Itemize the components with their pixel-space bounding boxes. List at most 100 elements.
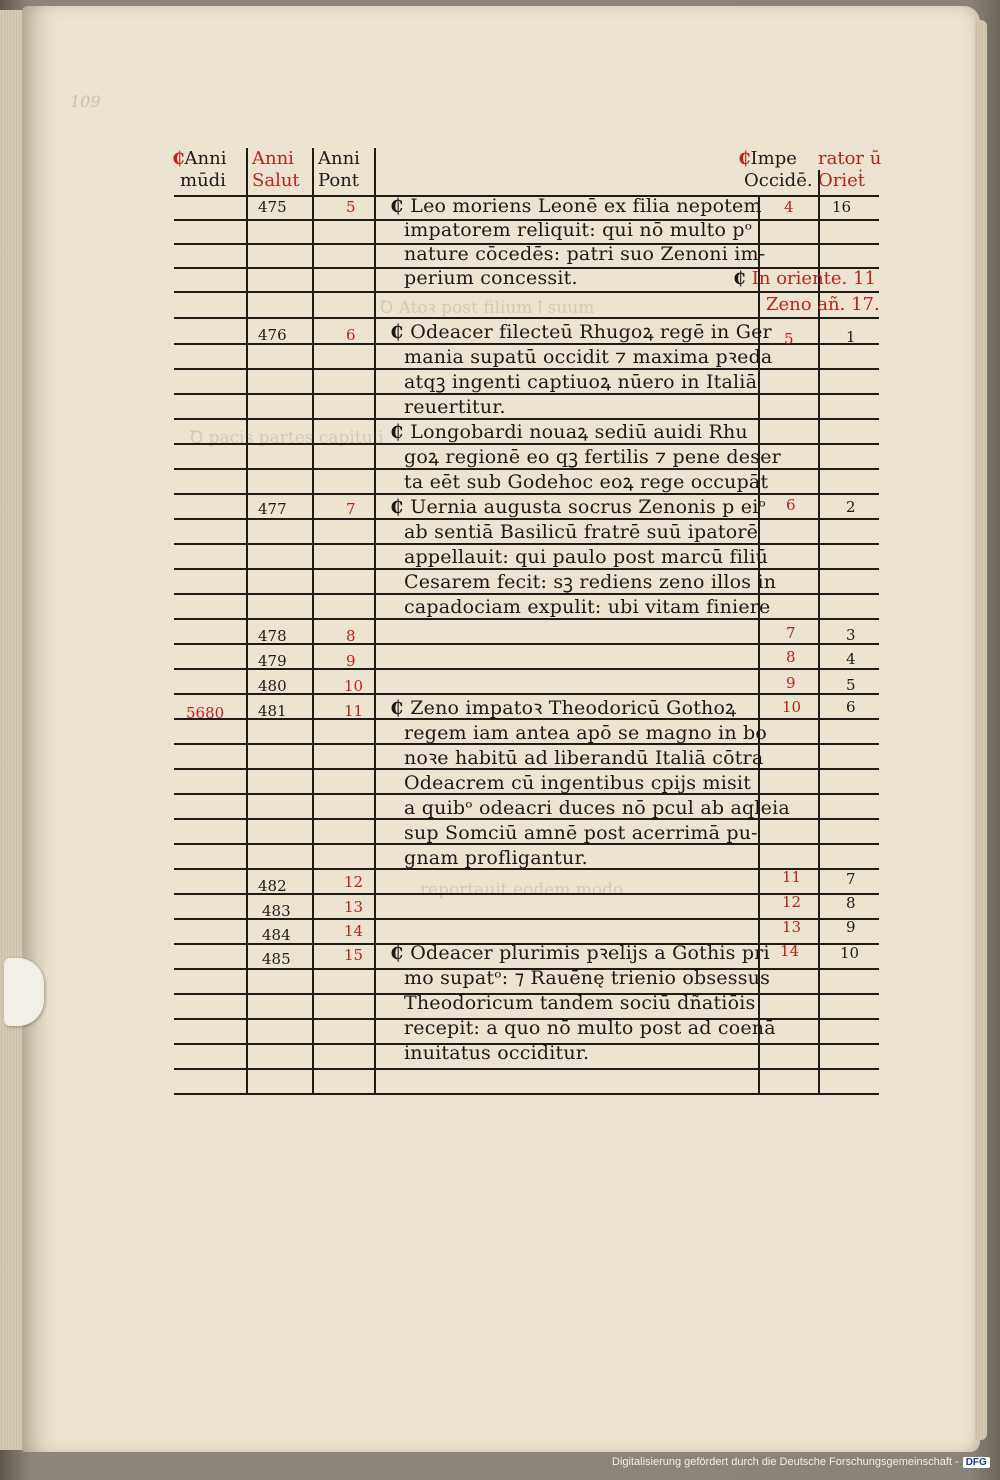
anno-salutis: 478	[258, 627, 287, 645]
pilcrow-icon: ₵	[390, 942, 411, 964]
row-rule	[174, 993, 879, 995]
anno-pontificis: 9	[346, 652, 356, 670]
row-rule	[174, 443, 879, 445]
row-rule	[174, 743, 879, 745]
anno-occidentis: 14	[780, 942, 800, 960]
entry-line: ₵ Zeno impatoꝛ Theodoricū Gothoꝝ	[390, 697, 737, 719]
header-anni-salutis: Anni Salut	[252, 148, 300, 191]
anno-pontificis: 5	[346, 198, 356, 216]
entry-line: Odeacrem cū ingentibus cpijs misit	[404, 772, 752, 794]
oriente-note: ₵ In oriente. 11	[733, 268, 876, 289]
anno-orientis: 1	[846, 328, 856, 346]
entry-line: mania supatū occidit ⁊ maxima pꝛeda	[404, 346, 773, 368]
column-rule	[374, 148, 376, 1093]
anno-orientis: 8	[846, 894, 856, 912]
entry-line: goꝝ regionē eo qꝫ fertilis ⁊ pene deser	[404, 446, 781, 468]
entry-line: a quibᵒ odeacri duces nō pcul ab aqleia	[404, 797, 790, 819]
row-rule	[174, 893, 879, 895]
pilcrow-icon: ₵	[738, 148, 751, 169]
entry-line: sup Somciū amnē post acerrimā pu‑	[404, 822, 758, 844]
anno-salutis: 480	[258, 677, 287, 695]
anno-orientis: 4	[846, 650, 856, 668]
row-rule	[174, 393, 879, 395]
row-rule	[174, 968, 879, 970]
entry-line: perium concessit.	[404, 267, 578, 289]
row-rule	[174, 668, 879, 670]
row-rule	[174, 195, 879, 197]
entry-line: noꝛe habitū ad liberandū Italiā cōtra	[404, 747, 764, 769]
entry-line: ₵ Leo moriens Leonē ex filia nepotem	[390, 195, 762, 217]
anno-occidentis: 12	[782, 893, 802, 911]
anno-orientis: 7	[846, 870, 856, 888]
anno-pontificis: 12	[344, 873, 364, 891]
anno-salutis: 483	[262, 902, 291, 920]
row-rule	[174, 943, 879, 945]
header-anni-pontificum: Anni Pont	[318, 148, 360, 191]
anno-orientis: 9	[846, 918, 856, 936]
anno-salutis: 482	[258, 877, 287, 895]
entry-line: ta eēt sub Godehoc eoꝝ rege occupāt	[404, 471, 769, 493]
entry-line: recepit: a quo nō multo post ad coenā	[404, 1017, 776, 1039]
entry-line: reuertitur.	[404, 396, 506, 418]
anno-pontificis: 6	[346, 326, 356, 344]
row-rule	[174, 643, 879, 645]
digitization-credit: Digitalisierung gefördert durch die Deut…	[612, 1456, 990, 1468]
pilcrow-icon: ₵	[172, 148, 185, 169]
row-rule	[174, 243, 879, 245]
anno-occidentis: 7	[786, 624, 796, 642]
anno-salutis: 477	[258, 500, 287, 518]
row-rule	[174, 468, 879, 470]
column-rule	[246, 148, 248, 1093]
entry-line: impatorem reliquit: qui nō multo pᵒ	[404, 219, 753, 241]
anno-occidentis: 13	[782, 918, 802, 936]
header-anni-mundi: ₵Anni mūdi	[172, 148, 227, 191]
row-rule	[174, 1093, 879, 1095]
pilcrow-icon: ₵	[733, 268, 752, 289]
pilcrow-icon: ₵	[390, 421, 411, 443]
column-rule	[818, 170, 820, 1093]
anno-orientis: 16	[832, 198, 852, 216]
entry-line: nature cōcedēs: patri suo Zenoni im‑	[404, 243, 766, 265]
anno-pontificis: 11	[344, 702, 364, 720]
bleed-through: Ꝺ Atoꝛ post filium ꝉ suum	[380, 298, 595, 318]
entry-line: gnam profligantur.	[404, 847, 588, 869]
row-rule	[174, 568, 879, 570]
anno-salutis: 476	[258, 326, 287, 344]
row-rule	[174, 918, 879, 920]
anno-pontificis: 13	[344, 898, 364, 916]
anno-pontificis: 10	[344, 677, 364, 695]
anno-occidentis: 6	[786, 496, 796, 514]
entry-line: regem iam antea apō se magno in bo	[404, 722, 768, 744]
anno-pontificis: 7	[346, 500, 356, 518]
zeno-note: Zeno añ. 17.	[766, 294, 880, 315]
row-rule	[174, 219, 879, 221]
row-rule	[174, 543, 879, 545]
row-rule	[174, 368, 879, 370]
dfg-logo: DFG	[962, 1457, 990, 1468]
row-rule	[174, 1068, 879, 1070]
row-rule	[174, 317, 879, 319]
row-rule	[174, 291, 879, 293]
anno-orientis: 3	[846, 626, 856, 644]
header-imperatores-orientis: rator ū Orieṫ	[818, 148, 882, 191]
header-imperatores-occidentis: ₵Impe Occidē.	[738, 148, 813, 191]
entry-line: Theodoricum tandem sociū dñatiōis	[404, 992, 756, 1014]
bleed-through: reportauit eodem modo	[420, 880, 624, 900]
row-rule	[174, 593, 879, 595]
anno-occidentis: 8	[786, 648, 796, 666]
anno-pontificis: 8	[346, 627, 356, 645]
anno-orientis: 10	[840, 944, 860, 962]
anno-salutis: 485	[262, 950, 291, 968]
row-rule	[174, 768, 879, 770]
book-page	[22, 6, 980, 1452]
anno-salutis: 481	[258, 702, 287, 720]
anno-pontificis: 15	[344, 946, 364, 964]
right-page-edge	[975, 20, 987, 1440]
entry-line: mo supatᵒ: ⁊ Rauēnę trienio obsessus	[404, 967, 771, 989]
anno-orientis: 5	[846, 676, 856, 694]
row-rule	[174, 418, 879, 420]
row-rule	[174, 1018, 879, 1020]
anno-occidentis: 10	[782, 698, 802, 716]
anno-salutis: 479	[258, 652, 287, 670]
entry-line: appellauit: qui paulo post marcū filiū	[404, 546, 769, 568]
